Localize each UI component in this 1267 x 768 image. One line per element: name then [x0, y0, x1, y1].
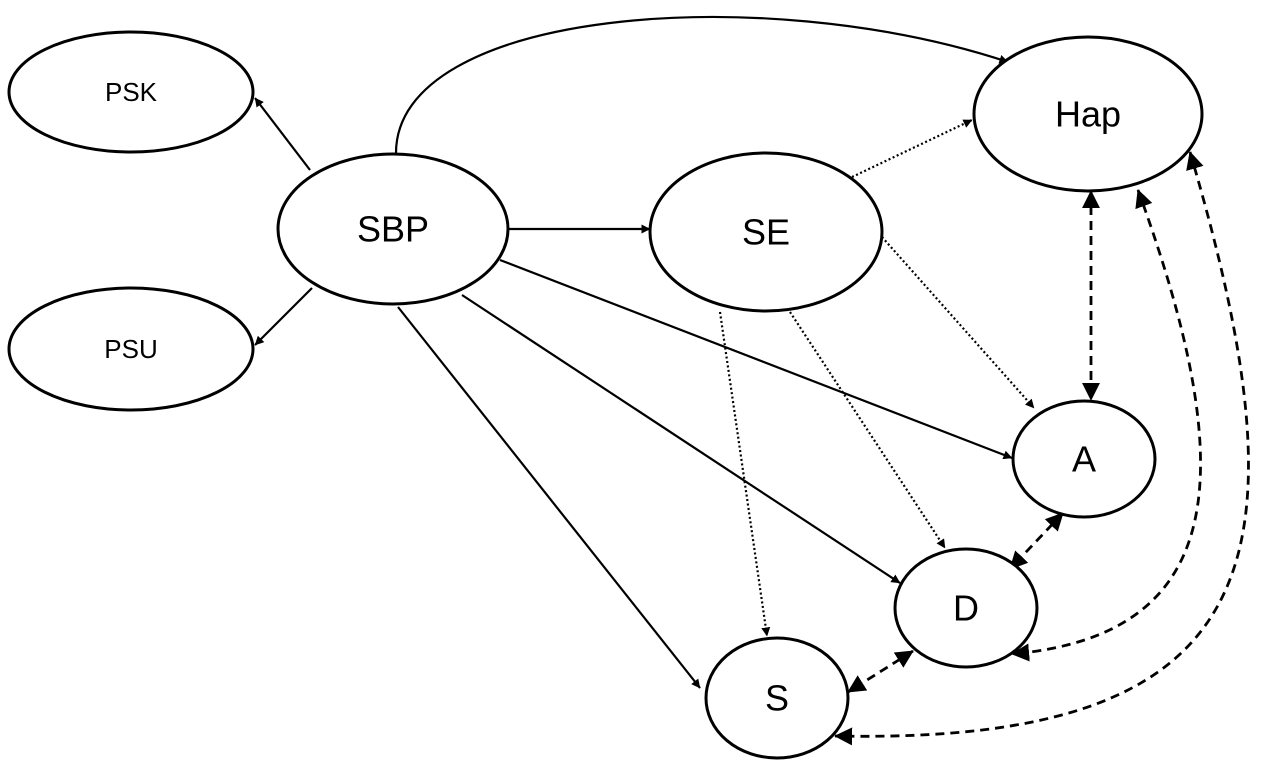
node-d-ellipse: [893, 547, 1039, 669]
node-a: A: [1011, 399, 1157, 519]
node-psk-ellipse: [7, 30, 255, 154]
edge-sbp-to-psk: [254, 97, 311, 171]
node-d: D: [893, 547, 1039, 669]
node-a-ellipse: [1011, 399, 1157, 519]
node-a-label: A: [1072, 439, 1096, 480]
node-s-label: S: [765, 678, 789, 719]
edges-layer: [254, 15, 1250, 746]
node-psk: PSK: [7, 30, 255, 154]
node-se-label: SE: [742, 212, 790, 253]
node-psu-label: PSU: [104, 334, 157, 364]
node-psk-label: PSK: [105, 77, 158, 107]
edge-se-to-a: [881, 236, 1035, 409]
edge-sbp-to-psu: [254, 287, 313, 346]
node-sbp-ellipse: [276, 152, 510, 306]
node-s: S: [704, 636, 850, 760]
edge-se-to-hap: [851, 119, 973, 178]
edge-d-to-s: [847, 649, 914, 694]
node-hap: Hap: [972, 35, 1204, 193]
node-sbp-label: SBP: [357, 209, 429, 250]
node-hap-ellipse: [972, 35, 1204, 193]
node-psu-ellipse: [7, 286, 255, 412]
node-hap-label: Hap: [1055, 94, 1121, 135]
edge-sbp-to-d: [461, 294, 901, 584]
node-d-label: D: [953, 588, 979, 629]
node-se-ellipse: [648, 151, 884, 313]
edge-sbp-to-s: [397, 306, 701, 689]
node-psu: PSU: [7, 286, 255, 412]
edge-se-to-s: [718, 311, 771, 637]
edge-a-to-d: [1008, 512, 1065, 570]
edge-se-to-d: [789, 311, 946, 549]
node-s-ellipse: [704, 636, 850, 760]
edge-sbp-to-hap: [394, 15, 1009, 154]
node-sbp: SBP: [276, 152, 510, 306]
edge-hap-to-s: [834, 151, 1250, 746]
node-se: SE: [648, 151, 884, 313]
